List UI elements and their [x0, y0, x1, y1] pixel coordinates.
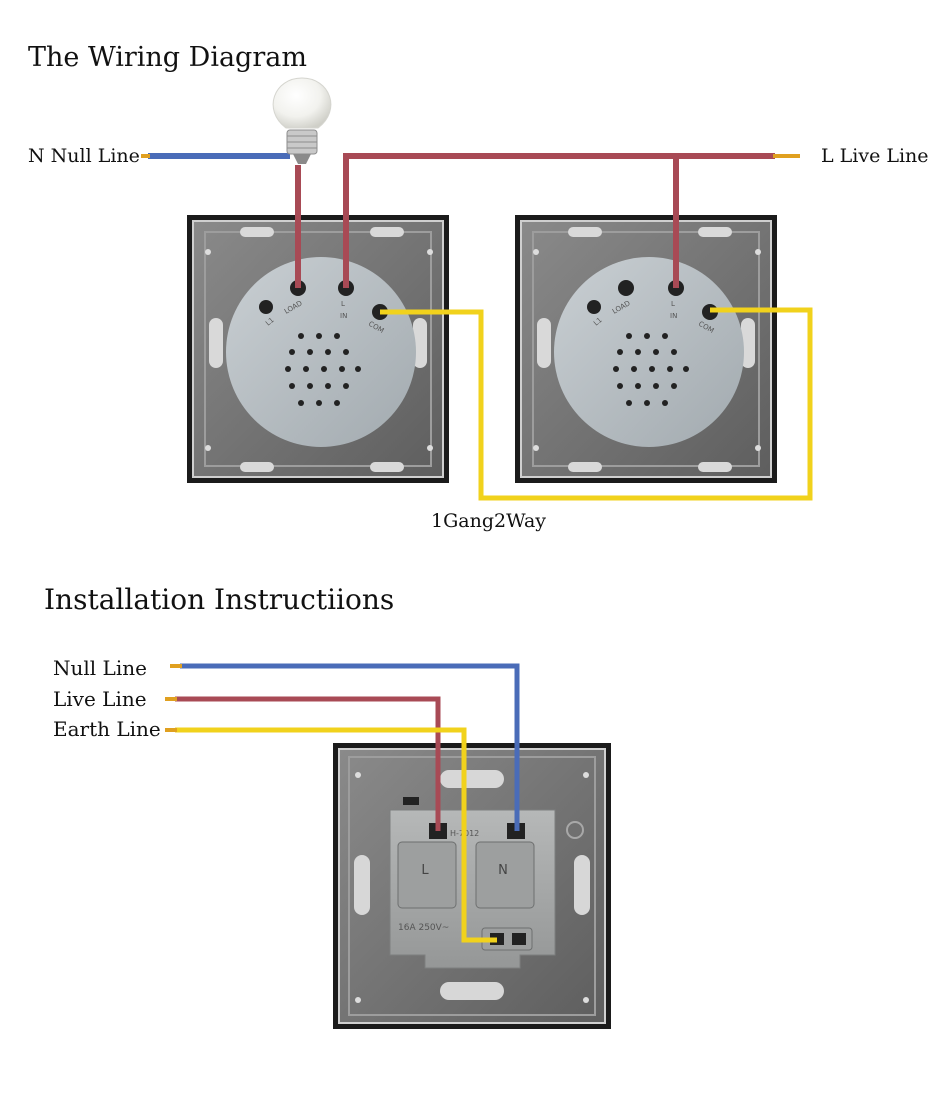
switch-module-right: [554, 257, 744, 447]
install-earth-line-label: Earth Line: [53, 717, 161, 741]
socket-panel: L N 16A 250V~ H-7012: [333, 743, 611, 1029]
svg-text:L: L: [341, 300, 345, 308]
svg-text:L1: L1: [264, 316, 276, 328]
mode-label: 1Gang2Way: [431, 510, 547, 532]
terminal-load-right: [618, 280, 634, 296]
socket-rating-label: 16A 250V~: [398, 923, 449, 933]
null-line-label: N Null Line: [28, 145, 140, 167]
live-line-label: L Live Line: [821, 145, 929, 167]
install-live-wire: [175, 696, 441, 831]
svg-text:IN: IN: [340, 312, 347, 320]
switch-panel-left: L1 LOAD L IN COM: [187, 215, 449, 483]
svg-text:IN: IN: [670, 312, 677, 320]
wiring-diagram-title: The Wiring Diagram: [28, 42, 307, 73]
socket-live-terminal-label: L: [421, 863, 429, 878]
svg-text:L1: L1: [592, 316, 604, 328]
traveller-wire: [380, 307, 813, 501]
switch-panel-right: L1 LOAD L IN COM: [515, 215, 777, 483]
socket-terminal-block-live: [397, 841, 457, 909]
svg-text:L: L: [671, 300, 675, 308]
install-live-line-label: Live Line: [53, 687, 147, 711]
lamp-icon: [272, 77, 332, 164]
socket-null-terminal-label: N: [498, 863, 508, 878]
terminal-l1-right: [587, 300, 601, 314]
terminal-l1-left: [259, 300, 273, 314]
installation-title: Installation Instructiions: [44, 583, 395, 616]
install-null-line-label: Null Line: [53, 656, 147, 680]
install-null-wire: [180, 663, 520, 831]
socket-terminal-block-null: [475, 841, 535, 909]
install-earth-wire: [175, 727, 497, 943]
install-wires: [165, 663, 520, 943]
switch-module-left: [226, 257, 416, 447]
live-wire: [343, 153, 775, 288]
wiring-wires: [141, 153, 813, 501]
